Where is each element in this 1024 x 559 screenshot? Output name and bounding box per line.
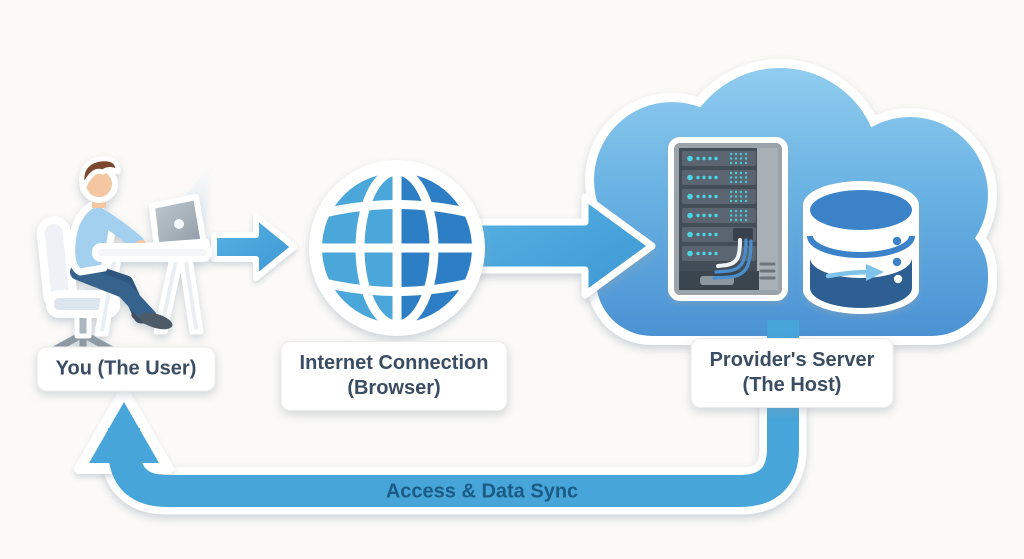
server-led-lights xyxy=(687,155,718,257)
label-internet-line1: Internet Connection xyxy=(299,352,489,374)
user-figure xyxy=(68,156,173,330)
label-user-text: You (The User) xyxy=(55,357,197,380)
cloud-body xyxy=(594,68,988,336)
cable-connector xyxy=(733,228,753,241)
label-provider-line2: (The Host) xyxy=(742,374,842,396)
person-at-laptop-icon xyxy=(36,156,213,360)
data-transfer-arrow-icon xyxy=(825,264,884,281)
label-user: You (The User) xyxy=(36,346,216,392)
globe-icon xyxy=(309,160,485,336)
label-internet-line2: (Browser) xyxy=(347,377,441,399)
arm xyxy=(91,207,145,251)
arrow-user-to-internet xyxy=(211,213,297,281)
label-provider-line1: Provider's Server xyxy=(709,349,875,371)
arrow-internet-to-provider xyxy=(464,193,656,299)
server-rack-icon xyxy=(668,137,788,301)
server-vent-lines xyxy=(759,262,776,280)
label-access-data-sync: Access & Data Sync xyxy=(385,480,579,503)
return-flow-pipe xyxy=(74,320,807,515)
return-flow-arrowhead xyxy=(89,402,159,463)
hair xyxy=(79,156,121,193)
server-cables xyxy=(712,238,753,280)
database-icon xyxy=(803,181,919,314)
shoe xyxy=(139,312,173,330)
label-internet: Internet Connection (Browser) xyxy=(280,341,508,411)
cloud-icon xyxy=(585,59,997,345)
server-port-grids xyxy=(729,152,748,222)
desk-top xyxy=(92,243,212,262)
server-unit-rows xyxy=(682,151,756,261)
label-provider: Provider's Server (The Host) xyxy=(690,338,894,408)
